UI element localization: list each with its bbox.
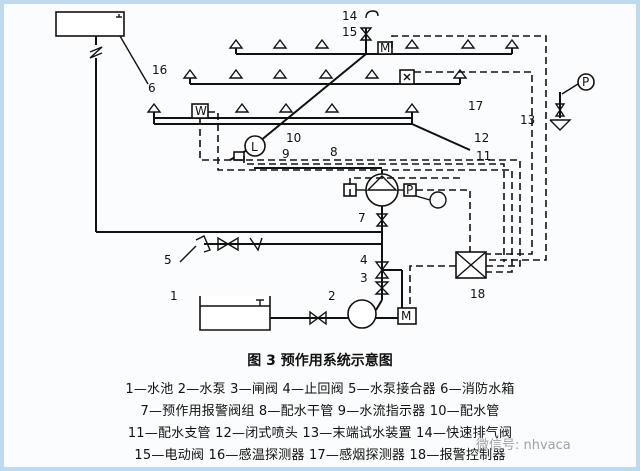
callout-12: 12 — [474, 131, 489, 145]
legend-line-4: 15—电动阀 16—感温探测器 17—感烟探测器 18—报警控制器 — [134, 448, 506, 463]
closed-sprinkler-heads — [146, 38, 520, 113]
sprinkler-head — [460, 38, 476, 49]
sprinkler-head — [272, 68, 288, 79]
callout-18: 18 — [470, 287, 485, 301]
sprinkler-head — [278, 102, 294, 113]
sprinkler-head — [228, 38, 244, 49]
sprinkler-head — [314, 38, 330, 49]
legend-line-3: 11—配水支管 12—闭式喷头 13—末端试水装置 14—快速排气阀 — [127, 426, 513, 441]
callout-3: 3 — [360, 271, 368, 285]
sprinkler-head — [318, 68, 334, 79]
callout-5: 5 — [164, 253, 172, 267]
check-and-gate-valves — [374, 261, 390, 295]
callout-17: 17 — [468, 99, 483, 113]
sprinkler-head — [182, 68, 198, 79]
callout-11: 11 — [476, 149, 491, 163]
motor-valve-15: M — [377, 41, 393, 55]
sprinkler-head — [146, 102, 162, 113]
exhaust-valve — [359, 10, 379, 41]
smoke-detector — [399, 69, 415, 85]
svg-text:M: M — [401, 309, 411, 323]
svg-text:P: P — [406, 183, 413, 197]
sprinkler-head — [324, 102, 340, 113]
sprinkler-head — [404, 102, 420, 113]
callout-13: 13 — [520, 113, 535, 127]
callout-2: 2 — [328, 289, 336, 303]
svg-text:W: W — [195, 104, 207, 118]
svg-text:L: L — [251, 140, 258, 154]
callout-8: 8 — [330, 145, 338, 159]
alarm-controller — [455, 251, 487, 279]
callout-16: 16 — [152, 63, 167, 77]
end-test-device: P — [549, 73, 595, 131]
water-pump: M — [270, 299, 417, 329]
watermark: 微信号: nhvaca — [476, 438, 571, 453]
callout-9: 9 — [282, 147, 290, 161]
callout-10: 10 — [286, 131, 301, 145]
sprinkler-head — [364, 68, 380, 79]
svg-text:P: P — [582, 75, 589, 89]
figure-caption: 图 3 预作用系统示意图 — [247, 353, 393, 369]
sprinkler-head — [234, 102, 250, 113]
sprinkler-head — [504, 38, 520, 49]
callout-6: 6 — [148, 81, 156, 95]
water-flow-indicator: L — [233, 135, 266, 161]
pump-connector — [179, 235, 382, 263]
signal-wiring — [199, 35, 547, 308]
svg-text:M: M — [380, 41, 390, 55]
callout-7: 7 — [358, 211, 366, 225]
temperature-detector: W — [191, 103, 209, 119]
sprinkler-head — [228, 68, 244, 79]
callout-1: 1 — [170, 289, 178, 303]
legend-line-1: 1—水池 2—水泵 3—闸阀 4—止回阀 5—水泵接合器 6—消防水箱 — [125, 382, 515, 397]
sprinkler-head — [404, 38, 420, 49]
water-pool — [199, 296, 271, 331]
sprinkler-head — [452, 68, 468, 79]
callout-14: 14 — [342, 9, 357, 23]
fire-water-tank — [55, 11, 382, 233]
callout-15: 15 — [342, 25, 357, 39]
legend-line-2: 7—预作用报警阀组 8—配水干管 9—水流指示器 10—配水管 — [140, 404, 500, 419]
callout-4: 4 — [360, 253, 368, 267]
sprinkler-head — [272, 38, 288, 49]
